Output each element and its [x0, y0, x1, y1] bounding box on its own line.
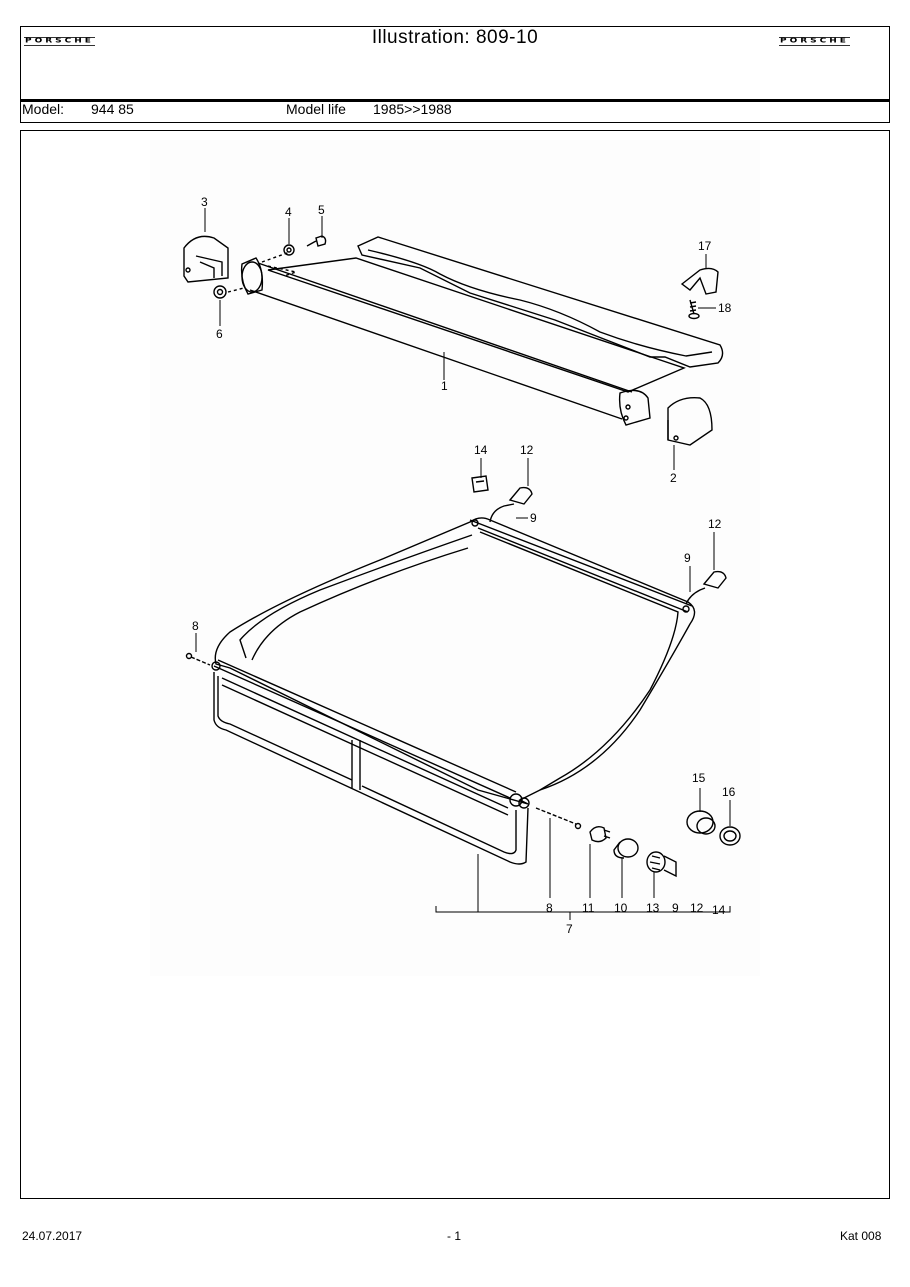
callout-18: 18: [718, 301, 732, 315]
washer-part-4: [283, 244, 295, 256]
callout-12-top: 12: [520, 443, 534, 457]
model-life-label: Model life: [286, 101, 346, 117]
callout-14-bottom: 14: [712, 903, 726, 917]
callout-13: 13: [646, 901, 660, 915]
header-frame: [20, 26, 890, 123]
callout-labels: 1 2 3 4 5 6 7 8 8 9 9 9 10 11 12 12 12 1…: [192, 195, 736, 936]
bracket-part: [183, 235, 229, 283]
callout-16: 16: [722, 785, 736, 799]
print-date: 24.07.2017: [22, 1229, 83, 1243]
model-value: 944 85: [91, 101, 134, 117]
luggage-cover-assembly: [211, 517, 696, 865]
hook-part-12-right: [702, 570, 727, 589]
leader-lines: [195, 208, 731, 920]
callout-6: 6: [216, 327, 223, 341]
callout-12-right: 12: [708, 517, 722, 531]
clip-part-14: [471, 475, 489, 493]
callout-5: 5: [318, 203, 325, 217]
diagram-frame: [20, 130, 890, 1199]
screw-part-18: [688, 299, 700, 320]
callout-12-bottom: 12: [690, 901, 704, 915]
pin-part-8-right: [535, 807, 582, 830]
hook-part-12-top: [508, 486, 533, 505]
callout-4: 4: [285, 205, 292, 219]
callout-15: 15: [692, 771, 706, 785]
ring-part-16: [719, 826, 741, 846]
callout-11: 11: [582, 901, 595, 915]
callout-9-bottom: 9: [672, 901, 679, 915]
callout-7: 7: [566, 922, 573, 936]
header-divider: [20, 99, 890, 102]
catalog-number: Kat 008: [840, 1229, 882, 1243]
screw-part-5: [306, 235, 327, 247]
callout-2: 2: [670, 471, 677, 485]
callout-10: 10: [614, 901, 628, 915]
callout-8-left: 8: [192, 619, 199, 633]
callout-1: 1: [441, 379, 448, 393]
end-cap-part: [667, 397, 713, 446]
washer-part-6: [213, 285, 227, 299]
page-number: - 1: [447, 1229, 462, 1243]
model-life-value: 1985>>1988: [373, 101, 452, 117]
callout-9-right: 9: [684, 551, 691, 565]
grommet-part-15: [686, 810, 716, 835]
knob-part-11: [589, 825, 611, 843]
pin-part-8-left: [185, 652, 211, 666]
callout-3: 3: [201, 195, 208, 209]
callout-8-bottom: 8: [546, 901, 553, 915]
illustration-title: Illustration: 809-10: [371, 27, 539, 48]
brand-logo-right: PORSCHE: [779, 37, 850, 46]
knob-part-13: [646, 851, 677, 878]
callout-9-top: 9: [530, 511, 537, 525]
callout-17: 17: [698, 239, 712, 253]
model-label: Model:: [22, 101, 65, 117]
roller-cover-assembly: [240, 236, 724, 426]
callout-14-top: 14: [474, 443, 488, 457]
bushing-part-10: [613, 838, 639, 859]
brand-logo-left: PORSCHE: [24, 37, 95, 46]
clip-part-17: [680, 267, 719, 295]
